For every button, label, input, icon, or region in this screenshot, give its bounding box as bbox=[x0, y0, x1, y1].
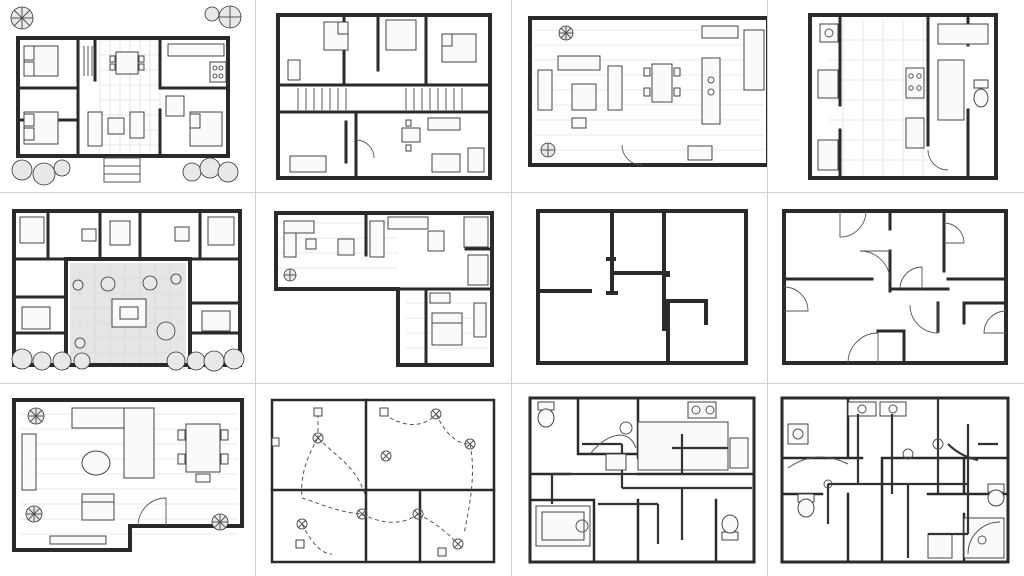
door-swing-icon bbox=[899, 266, 923, 290]
plant-icon bbox=[540, 142, 556, 158]
plant-icon bbox=[27, 407, 45, 425]
stairs-icon bbox=[405, 88, 463, 110]
sink-icon bbox=[847, 401, 877, 417]
stove-icon bbox=[905, 67, 925, 99]
light-fixture-icon bbox=[412, 508, 424, 520]
tree-icon bbox=[72, 273, 182, 349]
tree-icon bbox=[10, 6, 34, 30]
walls-with-doors-plan bbox=[768, 193, 1024, 383]
switch-icon bbox=[271, 437, 280, 447]
two-story-plan bbox=[256, 0, 511, 192]
bed-icon bbox=[207, 216, 235, 246]
light-fixture-icon bbox=[356, 508, 368, 520]
toilet-icon bbox=[987, 483, 1005, 507]
stove-icon bbox=[209, 61, 227, 83]
electrical-plan bbox=[256, 384, 511, 576]
sink-icon bbox=[687, 401, 717, 419]
toilet-icon bbox=[537, 401, 555, 428]
sofa-icon bbox=[87, 111, 145, 147]
light-fixture-icon bbox=[430, 408, 442, 420]
light-fixture-icon bbox=[296, 518, 308, 530]
kitchen-island-icon bbox=[701, 57, 721, 125]
row-divider bbox=[0, 192, 1024, 193]
row-divider bbox=[0, 383, 1024, 384]
bed-icon bbox=[189, 111, 223, 147]
dining-table-icon bbox=[174, 226, 190, 242]
plumbing-plan-pipes bbox=[768, 384, 1024, 576]
door-swing-icon bbox=[943, 222, 965, 244]
bed-icon bbox=[441, 33, 477, 63]
plumbing-plan-bath bbox=[512, 384, 767, 576]
plant-icon bbox=[558, 25, 574, 41]
light-fixture-icon bbox=[464, 438, 476, 450]
sink-icon bbox=[787, 423, 809, 445]
shower-icon bbox=[963, 517, 1005, 559]
switch-icon bbox=[313, 407, 323, 417]
tree-icon bbox=[182, 157, 239, 183]
dining-table-icon bbox=[109, 51, 145, 75]
dining-table-icon bbox=[177, 423, 229, 483]
toilet-icon bbox=[973, 79, 989, 108]
dining-table-icon bbox=[401, 119, 421, 152]
plant-icon bbox=[283, 268, 297, 282]
switch-icon bbox=[295, 539, 305, 549]
stairs-icon bbox=[297, 88, 347, 110]
bed-icon bbox=[21, 306, 51, 330]
courtyard-house-plan bbox=[0, 193, 255, 383]
bed-icon bbox=[201, 310, 231, 332]
light-fixture-icon bbox=[452, 538, 464, 550]
open-living-plan bbox=[512, 0, 767, 192]
column-divider bbox=[255, 0, 256, 576]
tree-icon bbox=[204, 5, 242, 29]
bed-icon bbox=[431, 312, 463, 346]
door-swing-icon bbox=[909, 303, 939, 334]
column-divider bbox=[511, 0, 512, 576]
living-room-plan bbox=[0, 384, 255, 576]
door-swing-icon bbox=[847, 332, 879, 364]
dining-table-icon bbox=[643, 63, 681, 103]
light-fixture-icon bbox=[312, 432, 324, 444]
armchair-icon bbox=[81, 493, 115, 521]
toilet-icon bbox=[721, 514, 739, 541]
bathtub-icon bbox=[535, 505, 591, 547]
l-shaped-plan bbox=[256, 193, 511, 383]
bed-icon bbox=[23, 111, 59, 145]
toilet-icon bbox=[797, 493, 815, 518]
sofa-icon bbox=[537, 55, 623, 111]
bed-icon bbox=[19, 216, 45, 244]
door-swing-icon bbox=[983, 310, 1007, 334]
plant-icon bbox=[211, 513, 229, 531]
bed-icon bbox=[23, 45, 59, 77]
sofa-icon bbox=[283, 220, 315, 258]
door-swing-icon bbox=[839, 210, 867, 238]
plant-icon bbox=[25, 505, 43, 523]
sofa-icon bbox=[71, 407, 155, 479]
tiled-kitchen-bath-plan bbox=[768, 0, 1024, 192]
sofa-icon bbox=[427, 117, 485, 173]
bed-icon bbox=[323, 21, 349, 51]
tree-icon bbox=[11, 159, 71, 186]
switch-icon bbox=[437, 547, 447, 557]
sink-icon bbox=[879, 401, 907, 417]
door-swing-icon bbox=[859, 250, 891, 282]
sink-icon bbox=[729, 437, 749, 469]
house-plan-furnished bbox=[0, 0, 255, 192]
empty-walls-plan bbox=[512, 193, 767, 383]
door-swing-icon bbox=[783, 286, 809, 312]
tree-icon bbox=[11, 348, 245, 372]
column-divider bbox=[767, 0, 768, 576]
switch-icon bbox=[379, 407, 389, 417]
sink-icon bbox=[819, 23, 839, 43]
light-fixture-icon bbox=[380, 450, 392, 462]
